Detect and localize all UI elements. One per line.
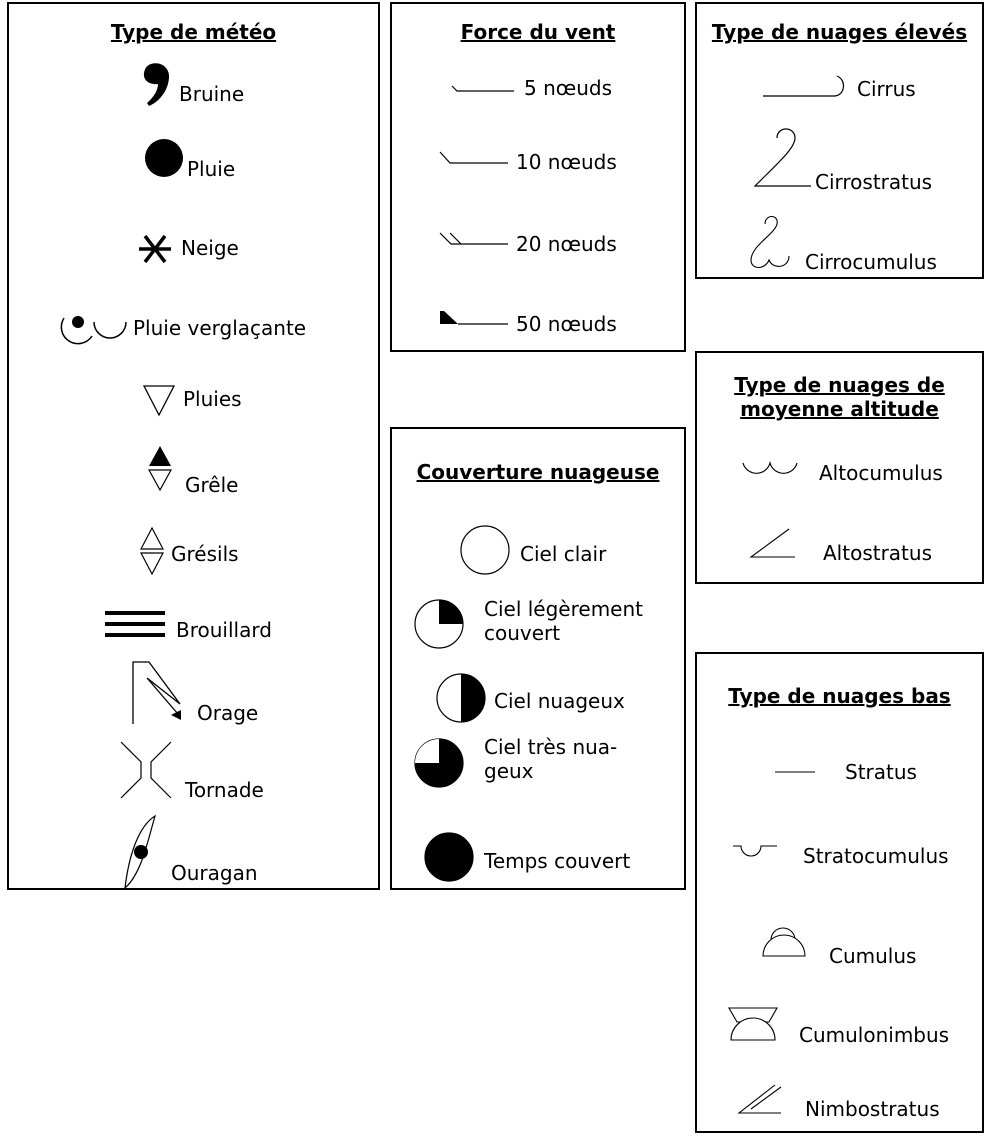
legend-label: Cirrus (857, 77, 916, 101)
legend-label: Brouillard (176, 618, 272, 642)
legend-label: 50 nœuds (516, 312, 617, 336)
legend-label: Cirrocumulus (805, 250, 937, 274)
legend-label: Altocumulus (819, 461, 943, 485)
legend-label: Ouragan (171, 861, 258, 885)
legend-label: Grêle (185, 473, 239, 497)
legend-label: Altostratus (823, 541, 932, 565)
nimbostratus-icon (737, 1084, 782, 1114)
legend-label: 5 nœuds (524, 76, 613, 100)
high-clouds-title: Type de nuages élevés (711, 20, 968, 44)
thunderstorm-icon (132, 661, 181, 724)
cirrus-icon (763, 75, 844, 97)
legend-label: Cumulonimbus (799, 1023, 950, 1047)
legend-label: 10 nœuds (516, 150, 617, 174)
freezing-rain-icon (60, 316, 127, 345)
hurricane-icon (124, 814, 157, 890)
tornado-icon (120, 741, 172, 799)
low-clouds-title: Type de nuages bas (728, 684, 951, 708)
legend-label: Ciel très nua-geux (484, 735, 618, 783)
mid-clouds-panel: Type de nuages de moyenne altitude Altoc… (695, 351, 984, 584)
overcast-circle-icon (424, 832, 474, 882)
cloudy-circle-icon (436, 673, 486, 723)
mid-clouds-title: Type de nuages de moyenne altitude (734, 373, 945, 421)
legend-label: 20 nœuds (516, 232, 617, 256)
cumulonimbus-icon (728, 1007, 778, 1041)
wind-20-knots-icon (439, 232, 508, 245)
high-clouds-panel: Type de nuages élevés Cirrus Cirrostratu… (695, 2, 984, 279)
legend-label: Cirrostratus (815, 170, 933, 194)
legend-label: Temps couvert (484, 849, 631, 873)
fog-lines-icon (105, 611, 165, 637)
legend-label: Stratus (845, 760, 917, 784)
legend-label: Neige (181, 236, 239, 260)
showers-triangle-icon (142, 385, 176, 417)
legend-label: Tornade (185, 778, 264, 802)
legend-label: Ciel clair (520, 542, 607, 566)
legend-label: Nimbostratus (805, 1097, 940, 1121)
cirrocumulus-icon (750, 215, 790, 269)
legend-label: Pluie (187, 157, 236, 181)
wind-force-panel: Force du vent 5 nœuds 10 nœuds 20 nœuds … (390, 2, 686, 352)
weather-type-panel: Type de météo Bruine Pluie Neige Pluie v… (7, 2, 380, 890)
low-clouds-panel: Type de nuages bas Stratus Stratocumulus… (695, 652, 984, 1133)
cloud-cover-panel: Couverture nuageuse Ciel clair Ciel légè… (390, 427, 686, 890)
legend-label: Stratocumulus (803, 844, 949, 868)
legend-label: Cumulus (829, 944, 917, 968)
cloud-cover-title: Couverture nuageuse (416, 460, 660, 484)
rain-dot-icon (145, 139, 183, 177)
legend-label: Pluie verglaçante (133, 316, 307, 340)
altocumulus-icon (742, 460, 798, 474)
legend-label: Grésils (171, 542, 239, 566)
legend-label: Ciel légèrement couvert (484, 597, 643, 645)
wind-50-knots-icon (440, 311, 508, 325)
very-cloudy-circle-icon (414, 738, 464, 788)
legend-label: Bruine (179, 82, 245, 106)
stratus-icon (775, 771, 815, 773)
wind-10-knots-icon (439, 151, 508, 164)
clear-sky-circle-icon (460, 525, 510, 575)
cirrostratus-icon (753, 128, 811, 187)
drizzle-comma-icon (143, 63, 170, 106)
sleet-icon (140, 526, 164, 576)
hail-icon (147, 446, 173, 492)
weather-type-title: Type de météo (110, 20, 277, 44)
altostratus-icon (749, 528, 795, 558)
legend-label: Orage (197, 701, 259, 725)
stratocumulus-icon (733, 845, 777, 857)
snow-asterisk-icon (139, 234, 171, 264)
partly-cloudy-circle-icon (414, 599, 464, 649)
wind-5-knots-icon (451, 85, 514, 92)
legend-label: Ciel nuageux (494, 689, 625, 713)
legend-label: Pluies (183, 387, 242, 411)
wind-force-title: Force du vent (460, 20, 616, 44)
cumulus-icon (762, 927, 806, 957)
